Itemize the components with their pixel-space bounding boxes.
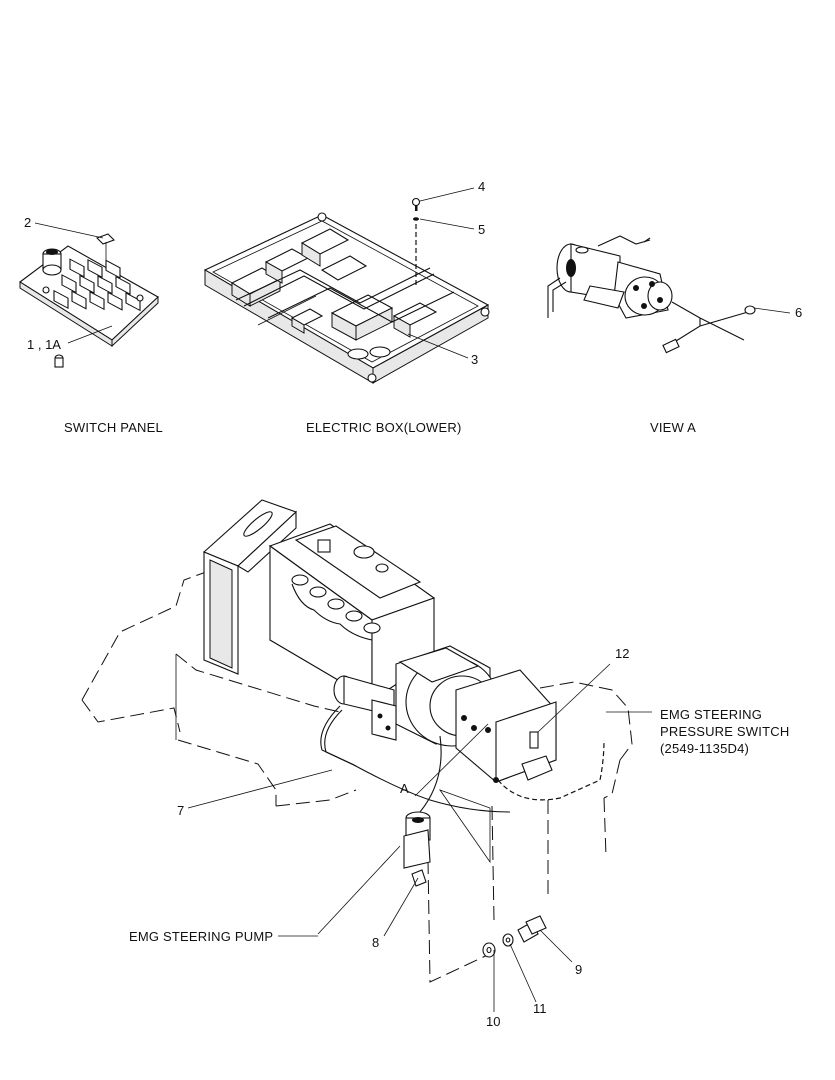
callout-1-1a: 1 , 1A bbox=[27, 337, 61, 352]
caption-electric-box: ELECTRIC BOX(LOWER) bbox=[306, 420, 461, 435]
callout-7: 7 bbox=[177, 803, 184, 818]
note-pressure-switch-line1: EMG STEERING bbox=[660, 707, 762, 722]
callout-9: 9 bbox=[575, 962, 582, 977]
callout-6: 6 bbox=[795, 305, 802, 320]
engine-assembly-drawing bbox=[81, 499, 652, 1012]
callout-2: 2 bbox=[24, 215, 31, 230]
callout-labels: 2 1 , 1A 4 5 3 6 12 7 A 8 9 10 11 bbox=[24, 179, 802, 1029]
view-a-marker: A bbox=[400, 781, 409, 796]
view-a-drawing bbox=[547, 235, 791, 354]
section-captions: SWITCH PANEL ELECTRIC BOX(LOWER) VIEW A bbox=[64, 420, 696, 435]
callout-10: 10 bbox=[486, 1014, 500, 1029]
switch-panel-drawing bbox=[19, 222, 159, 368]
callout-4: 4 bbox=[478, 179, 485, 194]
notes: EMG STEERING PRESSURE SWITCH (2549-1135D… bbox=[129, 707, 789, 944]
callout-3: 3 bbox=[471, 352, 478, 367]
caption-switch-panel: SWITCH PANEL bbox=[64, 420, 163, 435]
caption-view-a: VIEW A bbox=[650, 420, 696, 435]
electric-box-drawing bbox=[203, 187, 490, 384]
note-pressure-switch-line2: PRESSURE SWITCH bbox=[660, 724, 789, 739]
switch-buttons bbox=[53, 258, 141, 312]
callout-8: 8 bbox=[372, 935, 379, 950]
note-pressure-switch-line3: (2549-1135D4) bbox=[660, 741, 749, 756]
callout-12: 12 bbox=[615, 646, 629, 661]
callout-11: 11 bbox=[533, 1001, 547, 1016]
manifold-ports bbox=[291, 574, 381, 634]
callout-5: 5 bbox=[478, 222, 485, 237]
note-emg-steering-pump: EMG STEERING PUMP bbox=[129, 929, 273, 944]
